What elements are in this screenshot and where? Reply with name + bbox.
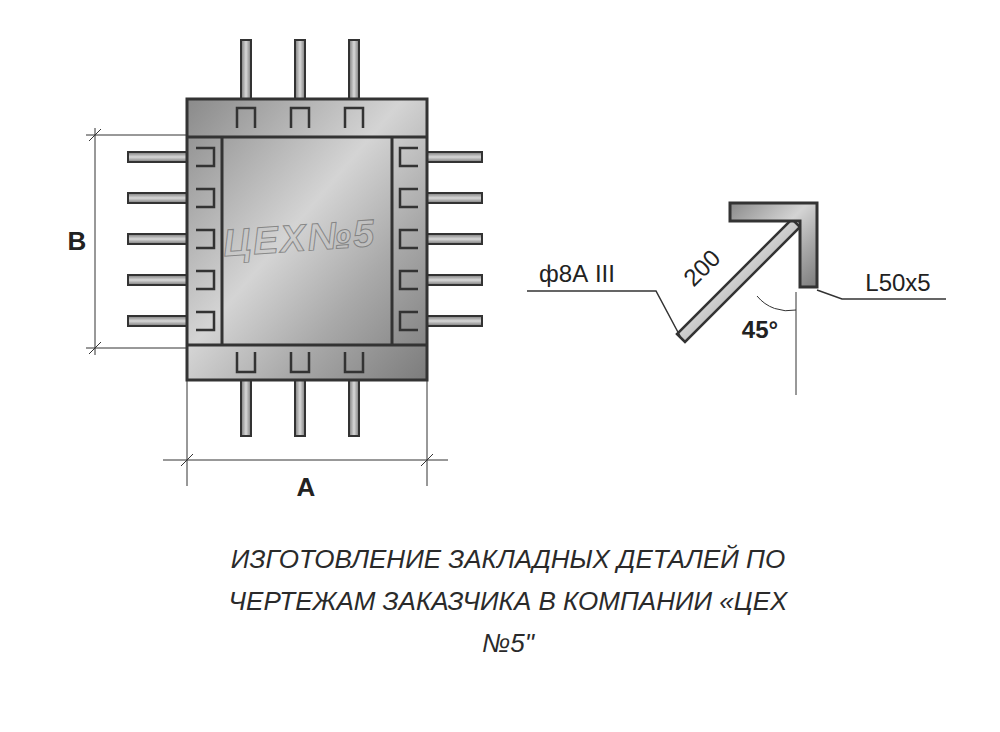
weld-bracket <box>237 108 255 128</box>
weld-bracket <box>400 271 418 289</box>
weld-bracket <box>400 189 418 207</box>
embedded-plate <box>187 99 427 380</box>
weld-bracket <box>196 230 214 248</box>
weld-bracket <box>196 148 214 166</box>
angle-dimension: 45° <box>742 318 778 342</box>
weld-bracket <box>345 352 363 372</box>
rebar-grade: ф8А III <box>539 262 615 286</box>
dimension-a <box>163 380 448 486</box>
anchor-rods <box>128 40 482 436</box>
weld-bracket <box>291 352 309 372</box>
weld-bracket <box>400 148 418 166</box>
dimension-letter: A <box>297 474 316 500</box>
weld-bracket <box>345 108 363 128</box>
caption: ИЗГОТОВЛЕНИЕ ЗАКЛАДНЫХ ДЕТАЛЕЙ ПО ЧЕРТЕЖ… <box>228 538 788 664</box>
anchor-detail <box>527 203 946 395</box>
weld-bracket <box>196 189 214 207</box>
weld-bracket <box>237 352 255 372</box>
profile-size: L50x5 <box>865 271 930 295</box>
weld-bracket <box>291 108 309 128</box>
watermark: ЦЕХ№5 <box>222 214 377 263</box>
weld-bracket <box>400 312 418 330</box>
weld-bracket <box>400 230 418 248</box>
dimension-b <box>86 128 187 355</box>
weld-marks <box>196 108 418 372</box>
weld-bracket <box>196 271 214 289</box>
length-dimension: 200 <box>679 245 724 290</box>
dimension-letter: B <box>68 228 87 254</box>
weld-bracket <box>196 312 214 330</box>
